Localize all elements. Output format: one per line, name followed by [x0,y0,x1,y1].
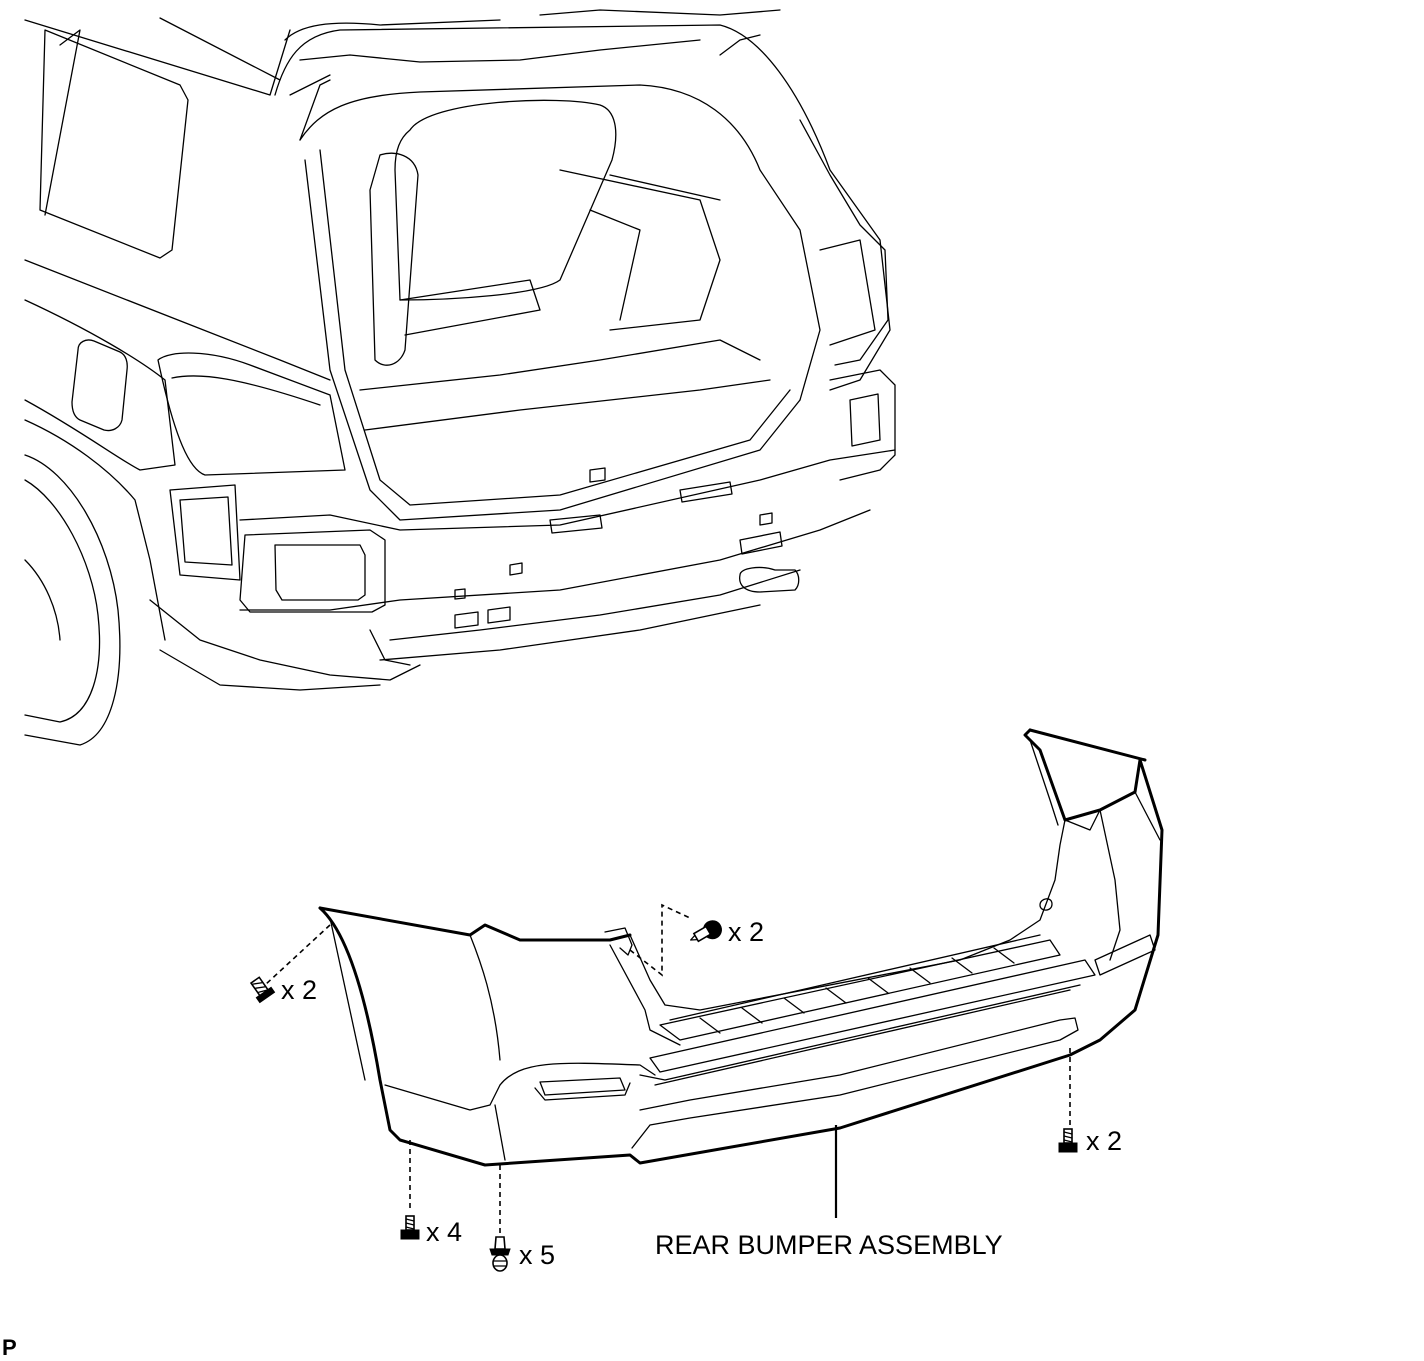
screw-icon [400,1215,420,1240]
lower-center-clip-group [489,1165,511,1272]
clip-icon [489,1236,511,1272]
upper-left-screw-group [249,924,331,1004]
corner-mark: P [2,1335,17,1360]
screw-icon [1058,1128,1078,1153]
vehicle-rear-illustration [24,9,896,746]
rear-bumper-assembly-part [318,728,1164,1167]
lower-right-screw-quantity: x 2 [1086,1126,1123,1156]
lower-right-screw-group [1058,1048,1078,1153]
screw-icon [249,976,276,1004]
lower-left-screw-quantity: x 4 [426,1217,463,1247]
clip-icon [690,920,722,943]
upper-left-screw-quantity: x 2 [281,975,318,1005]
lower-left-screw-group [400,1140,420,1240]
rear-bumper-assembly-label: REAR BUMPER ASSEMBLY [655,1230,1003,1260]
upper-center-clip-group [629,903,722,977]
lower-center-clip-quantity: x 5 [519,1240,556,1270]
upper-center-clip-quantity: x 2 [728,917,765,947]
